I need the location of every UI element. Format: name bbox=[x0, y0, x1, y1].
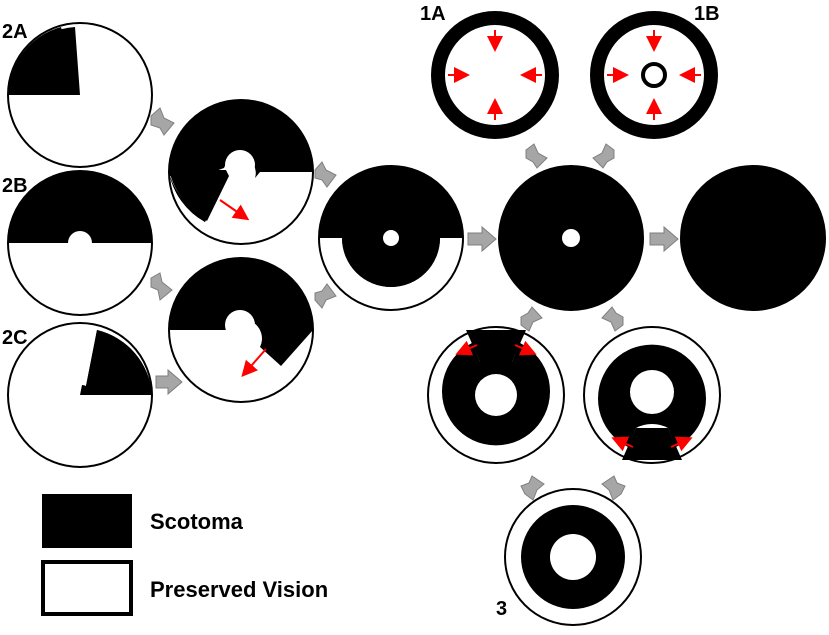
flow-arrow bbox=[150, 107, 175, 136]
field-ring-gap-top bbox=[427, 326, 565, 464]
label-1a: 1A bbox=[420, 3, 446, 25]
field-3 bbox=[504, 488, 642, 626]
field-2b bbox=[7, 170, 153, 316]
field-2a bbox=[7, 22, 153, 168]
label-2a: 2A bbox=[2, 21, 28, 43]
flow-arrow bbox=[150, 272, 173, 301]
label-2b: 2B bbox=[2, 175, 28, 197]
field-2c bbox=[7, 322, 153, 468]
field-2c-progress bbox=[168, 257, 314, 403]
field-1b bbox=[590, 11, 718, 139]
flow-arrow bbox=[520, 475, 545, 501]
field-total bbox=[680, 165, 826, 311]
legend-label-preserved: Preserved Vision bbox=[150, 577, 328, 602]
legend-swatch-preserved bbox=[41, 560, 133, 616]
flow-arrows bbox=[150, 107, 679, 501]
label-2c: 2C bbox=[2, 327, 28, 349]
field-2a-progress bbox=[168, 99, 314, 245]
field-ring-gap-bottom bbox=[583, 326, 721, 464]
label-3: 3 bbox=[496, 598, 507, 620]
legend-label-scotoma: Scotoma bbox=[150, 509, 244, 534]
flow-arrow bbox=[649, 225, 679, 253]
flow-arrow bbox=[467, 225, 497, 253]
label-1b: 1B bbox=[694, 3, 720, 25]
field-1a bbox=[431, 11, 559, 139]
flow-arrow bbox=[520, 306, 543, 332]
flow-arrow bbox=[314, 161, 337, 188]
flow-arrow bbox=[314, 283, 337, 309]
legend: Scotoma Preserved Vision bbox=[41, 494, 328, 616]
field-central bbox=[498, 165, 644, 311]
flow-arrow bbox=[592, 143, 615, 169]
legend-swatch-scotoma bbox=[42, 494, 132, 548]
field-converged bbox=[318, 165, 464, 311]
flow-arrow bbox=[155, 368, 183, 396]
flow-arrow bbox=[525, 143, 548, 169]
flow-arrow bbox=[601, 306, 624, 332]
flow-arrow bbox=[601, 475, 626, 501]
